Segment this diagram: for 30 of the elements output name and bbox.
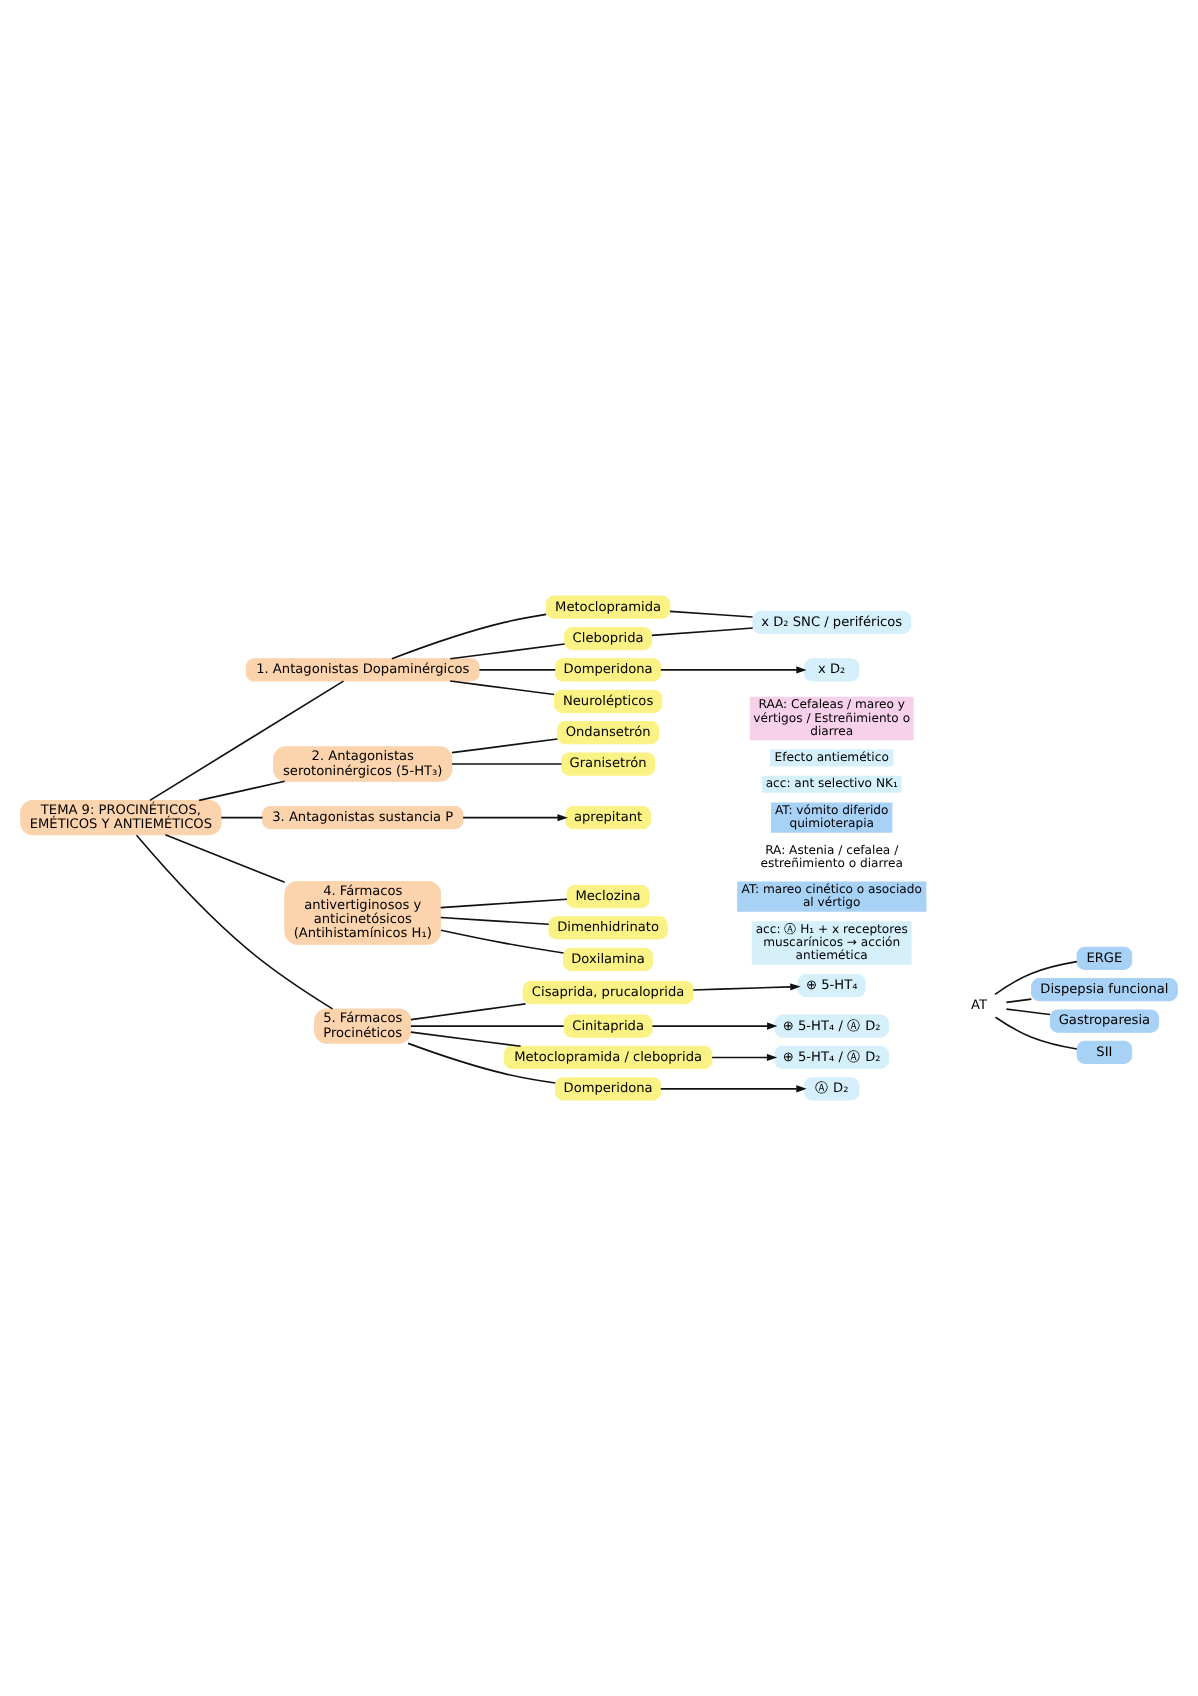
connector [410,1025,565,1027]
arrow [660,1085,807,1093]
connector [410,1003,527,1021]
connector [164,834,286,883]
connector [135,834,334,1010]
connector [451,738,559,754]
connector [220,816,264,819]
arrow [711,1053,778,1062]
arrow [462,814,568,822]
connector [478,669,557,671]
connector [994,1016,1078,1050]
connector [994,960,1078,996]
connector [449,643,566,660]
arrow [692,983,801,991]
connector [410,1031,522,1048]
arrow [660,666,807,674]
connector [1005,998,1033,1004]
connector [149,680,345,802]
connector [407,1042,557,1084]
arrow [651,1022,778,1030]
connector [449,680,555,696]
connector [440,929,565,954]
connector [451,763,563,765]
connector [439,898,568,909]
connector [1005,1008,1051,1016]
connector [391,613,547,660]
connector [439,916,550,926]
connector [198,780,286,802]
connector [669,610,754,618]
connector [651,627,754,637]
